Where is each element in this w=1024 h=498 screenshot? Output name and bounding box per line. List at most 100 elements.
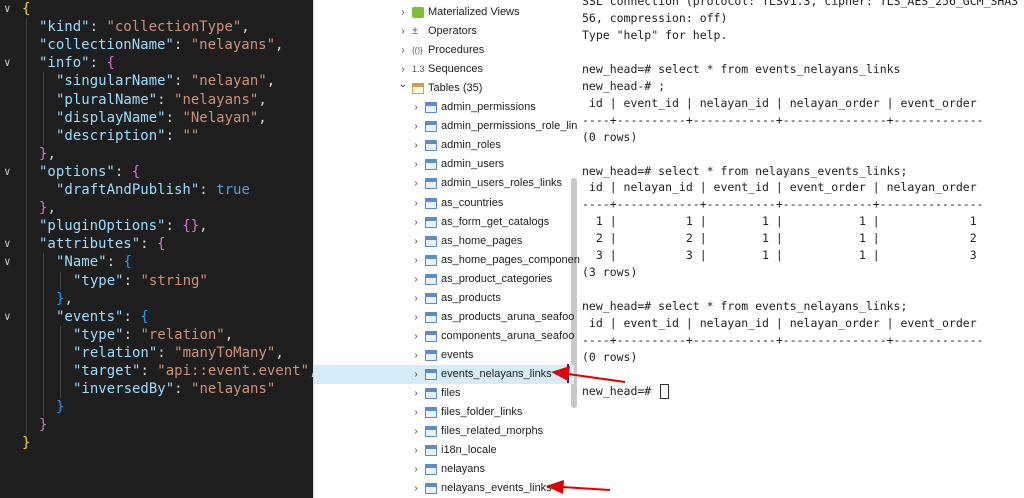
- code-line[interactable]: "type": "relation",: [73, 326, 233, 344]
- code-line[interactable]: "attributes": {: [39, 235, 165, 253]
- chevron-right-icon[interactable]: ›: [414, 292, 418, 304]
- code-line[interactable]: }: [56, 398, 64, 416]
- code-line[interactable]: "info": {: [39, 54, 115, 72]
- psql-terminal[interactable]: SSL connection (protocol: TLSv1.3, ciphe…: [580, 0, 1024, 498]
- table-item-nelayans[interactable]: ›nelayans: [314, 460, 574, 479]
- chevron-right-icon[interactable]: ›: [414, 254, 418, 266]
- chevron-down-icon[interactable]: ⌄: [398, 79, 408, 91]
- code-line[interactable]: "target": "api::event.event",: [73, 362, 313, 380]
- table-item-admin-permissions[interactable]: ›admin_permissions: [314, 98, 574, 117]
- tree-scrollbar[interactable]: [571, 178, 577, 408]
- chevron-right-icon[interactable]: ›: [414, 311, 418, 323]
- fold-chevron-icon[interactable]: ∨: [4, 164, 11, 178]
- code-line[interactable]: }: [22, 434, 30, 452]
- code-token: :: [165, 127, 183, 144]
- tree-item-materialized-views[interactable]: ›Materialized Views: [314, 3, 574, 22]
- chevron-right-icon[interactable]: ›: [414, 159, 418, 171]
- code-line[interactable]: "singularName": "nelayan",: [56, 72, 275, 90]
- fold-chevron-icon[interactable]: ∨: [4, 237, 11, 251]
- chevron-right-icon[interactable]: ›: [414, 368, 418, 380]
- table-item-i18n-locale[interactable]: ›i18n_locale: [314, 441, 574, 460]
- chevron-right-icon[interactable]: ›: [414, 407, 418, 419]
- table-item-as-products[interactable]: ›as_products: [314, 289, 574, 308]
- chevron-right-icon[interactable]: ›: [414, 235, 418, 247]
- code-line[interactable]: {: [22, 0, 30, 18]
- code-line[interactable]: },: [39, 145, 56, 163]
- fold-chevron-icon[interactable]: ∨: [4, 255, 11, 269]
- terminal-cursor[interactable]: [660, 383, 670, 399]
- code-token: :: [165, 109, 183, 126]
- table-item-as-product-categories[interactable]: ›as_product_categories: [314, 270, 574, 289]
- table-item-as-form-get-catalogs[interactable]: ›as_form_get_catalogs: [314, 213, 574, 232]
- table-item-as-home-pages[interactable]: ›as_home_pages: [314, 232, 574, 251]
- table-item-files[interactable]: ›files: [314, 384, 574, 403]
- code-line[interactable]: },: [39, 199, 56, 217]
- chevron-right-icon[interactable]: ›: [414, 197, 418, 209]
- code-line[interactable]: "options": {: [39, 163, 140, 181]
- code-line[interactable]: "kind": "collectionType",: [39, 18, 250, 36]
- code-token: {: [140, 308, 149, 325]
- table-item-as-products-aruna-seafoo[interactable]: ›as_products_aruna_seafoo: [314, 308, 574, 327]
- code-line[interactable]: "displayName": "Nelayan",: [56, 109, 267, 127]
- chevron-right-icon[interactable]: ›: [414, 140, 418, 152]
- table-item-as-home-pages-componen[interactable]: ›as_home_pages_componen: [314, 251, 580, 270]
- fold-chevron-icon[interactable]: ∨: [4, 56, 11, 70]
- tree-item-operators[interactable]: ›±Operators: [314, 22, 574, 41]
- chevron-right-icon[interactable]: ›: [414, 483, 418, 495]
- table-name-label: events: [441, 348, 474, 361]
- code-line[interactable]: "inversedBy": "nelayans": [73, 380, 275, 398]
- chevron-right-icon[interactable]: ›: [414, 178, 418, 190]
- table-icon: [425, 254, 437, 266]
- table-icon: [425, 426, 437, 438]
- chevron-right-icon[interactable]: ›: [414, 121, 418, 133]
- chevron-right-icon[interactable]: ›: [414, 216, 418, 228]
- table-item-admin-users[interactable]: ›admin_users: [314, 155, 574, 174]
- code-line[interactable]: }: [39, 416, 47, 434]
- chevron-right-icon[interactable]: ›: [414, 445, 418, 457]
- code-line[interactable]: },: [56, 290, 73, 308]
- table-icon: [425, 235, 437, 247]
- chevron-right-icon[interactable]: ›: [401, 7, 405, 18]
- table-item-admin-roles[interactable]: ›admin_roles: [314, 136, 574, 155]
- chevron-right-icon[interactable]: ›: [414, 349, 418, 361]
- code-editor[interactable]: ∨ { "kind": "collectionType","collectionNa…: [0, 0, 313, 498]
- fold-chevron-icon[interactable]: ∨: [4, 2, 11, 15]
- table-item-as-countries[interactable]: ›as_countries: [314, 194, 574, 213]
- database-object-tree[interactable]: ›Materialized Views›±Operators›{()}Proce…: [313, 0, 581, 498]
- chevron-right-icon[interactable]: ›: [414, 464, 418, 476]
- tree-item-label: Procedures: [428, 44, 485, 57]
- chevron-right-icon[interactable]: ›: [414, 388, 418, 399]
- code-line[interactable]: "Name": {: [56, 253, 132, 271]
- chevron-right-icon[interactable]: ›: [401, 26, 405, 38]
- table-item-events-nelayans-links[interactable]: ›events_nelayans_links: [314, 364, 574, 384]
- table-item-components-aruna-seafoo[interactable]: ›components_aruna_seafoo: [314, 327, 574, 346]
- table-item-events[interactable]: › events: [314, 346, 574, 365]
- code-line[interactable]: "relation": "manyToMany",: [73, 344, 284, 362]
- tree-item-tables-35[interactable]: ⌄Tables (35): [314, 79, 574, 98]
- terminal-line: Type "help" for help.: [582, 27, 727, 44]
- chevron-right-icon[interactable]: ›: [414, 330, 418, 342]
- code-line[interactable]: "pluralName": "nelayans",: [56, 91, 267, 109]
- fold-chevron-icon[interactable]: ∨: [4, 309, 11, 323]
- code-line[interactable]: "events": {: [56, 308, 149, 326]
- chevron-right-icon[interactable]: ›: [401, 64, 405, 76]
- chevron-right-icon[interactable]: ›: [401, 45, 405, 57]
- table-item-admin-users-roles-links[interactable]: ›admin_users_roles_links: [314, 174, 574, 193]
- chevron-right-icon[interactable]: ›: [414, 102, 418, 114]
- chevron-right-icon[interactable]: ›: [414, 273, 418, 285]
- code-line[interactable]: "pluginOptions": {},: [39, 217, 208, 235]
- chevron-right-icon[interactable]: ›: [414, 426, 418, 438]
- table-icon: [425, 464, 437, 476]
- code-line[interactable]: "description": "": [56, 127, 199, 145]
- code-line[interactable]: "type": "string": [73, 272, 208, 290]
- code-token: ,: [309, 363, 313, 379]
- terminal-text: new_head=# select * from events_nelayans…: [582, 61, 901, 76]
- code-line[interactable]: "collectionName": "nelayans",: [39, 36, 283, 54]
- tree-item-procedures[interactable]: ›{()}Procedures: [314, 41, 574, 60]
- table-item-files-folder-links[interactable]: ›files_folder_links: [314, 403, 574, 422]
- code-line[interactable]: "draftAndPublish": true: [56, 181, 250, 199]
- table-item-nelayans-events-links[interactable]: ›nelayans_events_links: [314, 479, 574, 498]
- table-item-admin-permissions-role-lin[interactable]: ›admin_permissions_role_lin: [314, 117, 577, 136]
- table-item-files-related-morphs[interactable]: ›files_related_morphs: [314, 422, 574, 441]
